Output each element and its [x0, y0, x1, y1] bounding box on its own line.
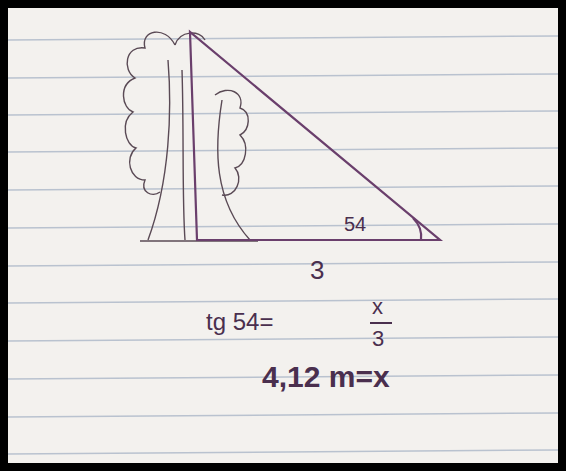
dimension-label: 3	[310, 257, 324, 283]
result-text: 4,12 m=x	[262, 362, 390, 392]
fraction-denominator: 3	[372, 328, 384, 350]
equation-text: tg 54=	[206, 310, 273, 334]
fraction-numerator: x	[372, 296, 383, 318]
angle-label: 54	[344, 214, 366, 234]
